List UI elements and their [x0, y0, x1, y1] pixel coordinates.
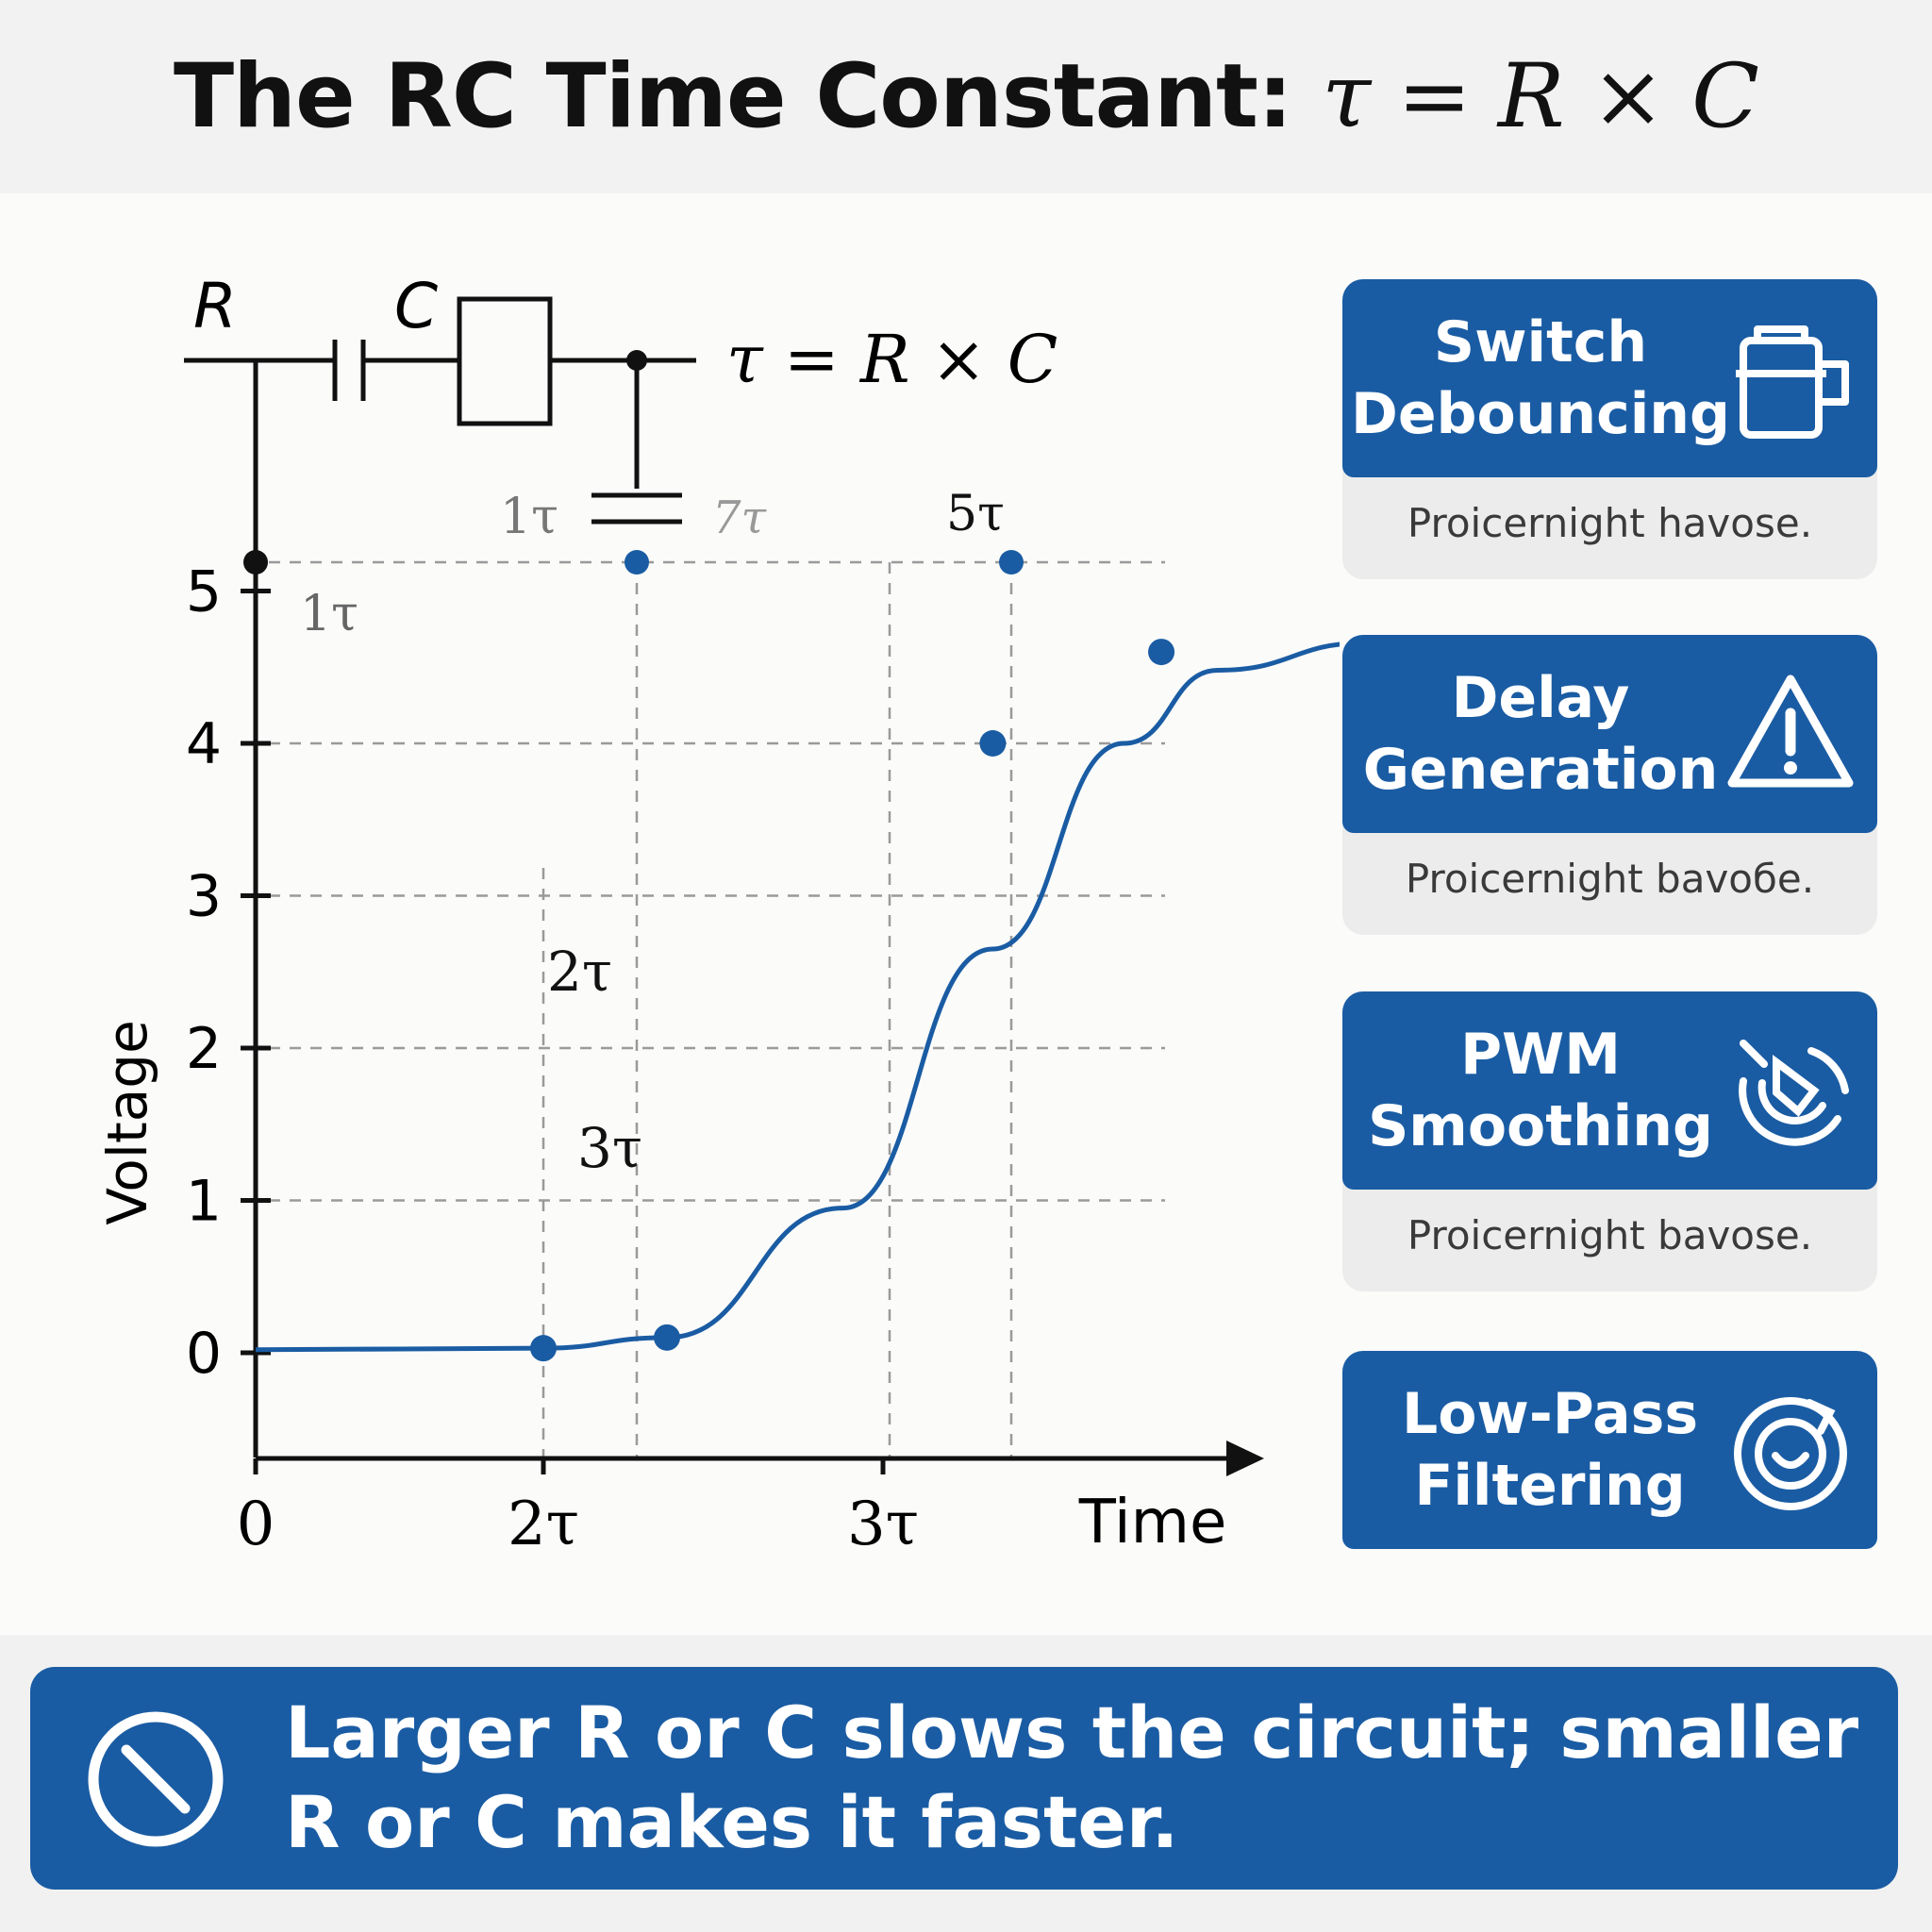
- chart-grid: [269, 560, 1165, 1457]
- curve-marker: [654, 1324, 681, 1351]
- relay-icon: [1736, 325, 1849, 439]
- card-header: Low-Pass Filtering: [1342, 1351, 1877, 1549]
- filter-icon: [1734, 1397, 1847, 1510]
- header: The RC Time Constant: τ = R × C: [0, 0, 1932, 193]
- label-r: R: [193, 270, 237, 342]
- page-title-formula: τ = R × C: [1322, 45, 1759, 148]
- y-tick-label: 5: [186, 559, 222, 625]
- top-marker: [625, 550, 649, 575]
- y-tick-label: 2: [186, 1016, 222, 1082]
- y-tick-label: 1: [186, 1169, 222, 1235]
- wave-icon: [1739, 1040, 1849, 1146]
- y-tick-label: 4: [186, 711, 222, 777]
- card-header: Delay Generation: [1342, 635, 1877, 833]
- y-tick-label: 3: [186, 864, 222, 930]
- card-delay-generation: Delay Generation Proicernight bavoбe.: [1342, 635, 1877, 935]
- x-tick-label: 3τ: [847, 1490, 919, 1559]
- summary-text: Larger R or C slows the circuit; smaller…: [285, 1690, 1859, 1864]
- y-axis-label: Voltage: [95, 1020, 159, 1225]
- card-title: Switch Debouncing: [1351, 308, 1730, 447]
- resistor-box: [457, 296, 553, 426]
- card-subtitle: Proicernight bavose.: [1342, 1178, 1877, 1291]
- curve-marker: [530, 1335, 557, 1362]
- page-title-text: The RC Time Constant:: [173, 45, 1323, 148]
- x-tick-label: 0: [237, 1490, 275, 1559]
- y-tick-label: 0: [186, 1321, 222, 1387]
- x-tick-label: 2τ: [508, 1490, 579, 1559]
- top-marker: [999, 550, 1024, 575]
- charging-curve: [255, 641, 1340, 1353]
- circuit-formula: τ = R × C: [726, 321, 1058, 398]
- chart-axes: [256, 1441, 1264, 1476]
- x-axis-arrow: [1226, 1441, 1264, 1476]
- rc-diagram: R C τ = R × C 1τ 7τ 5τ 0 1 2 3 4 5 0 2τ 3τ 1τ 2τ 3τ…: [95, 270, 1340, 1560]
- label-c: C: [394, 270, 438, 342]
- card-title: Delay Generation: [1362, 664, 1719, 803]
- label-1tau-top: 1τ: [500, 489, 558, 545]
- junction-dot: [626, 350, 647, 371]
- inner-tau-label: 2τ: [547, 940, 612, 1004]
- card-header: PWM Smoothing: [1342, 991, 1877, 1190]
- card-subtitle: Proicernight bavoбe.: [1342, 822, 1877, 935]
- junction-dot-left: [243, 550, 268, 575]
- chart-markers: [530, 550, 1175, 1362]
- card-switch-debouncing: Switch Debouncing Proicernight havose.: [1342, 279, 1877, 579]
- content-area: R C τ = R × C 1τ 7τ 5τ 0 1 2 3 4 5 0 2τ 3τ 1τ 2τ 3τ…: [0, 193, 1932, 1635]
- inner-tau-label: 1τ: [300, 586, 358, 642]
- no-entry-icon: [88, 1711, 224, 1847]
- card-subtitle: Proicernight havose.: [1342, 466, 1877, 579]
- curve-marker: [979, 730, 1007, 757]
- label-7tau: 7τ: [712, 491, 768, 544]
- curve-marker: [1148, 639, 1175, 666]
- card-low-pass-filtering: Low-Pass Filtering: [1342, 1351, 1877, 1549]
- summary-banner: Larger R or C slows the circuit; smaller…: [30, 1667, 1898, 1890]
- card-title: Low-Pass Filtering: [1401, 1380, 1699, 1519]
- rc-circuit-schematic: [184, 296, 696, 1457]
- card-pwm-smoothing: PWM Smoothing Proicernight bavose.: [1342, 991, 1877, 1291]
- x-axis-label: Time: [1078, 1488, 1227, 1557]
- card-header: Switch Debouncing: [1342, 279, 1877, 477]
- inner-tau-label: 3τ: [577, 1116, 642, 1180]
- warning-icon: [1727, 675, 1854, 788]
- label-5tau: 5τ: [946, 486, 1005, 542]
- card-title: PWM Smoothing: [1368, 1021, 1713, 1159]
- page-title: The RC Time Constant: τ = R × C: [173, 45, 1759, 148]
- chart-ticks: 0 1 2 3 4 5 0 2τ 3τ 1τ 2τ 3τ: [186, 559, 919, 1560]
